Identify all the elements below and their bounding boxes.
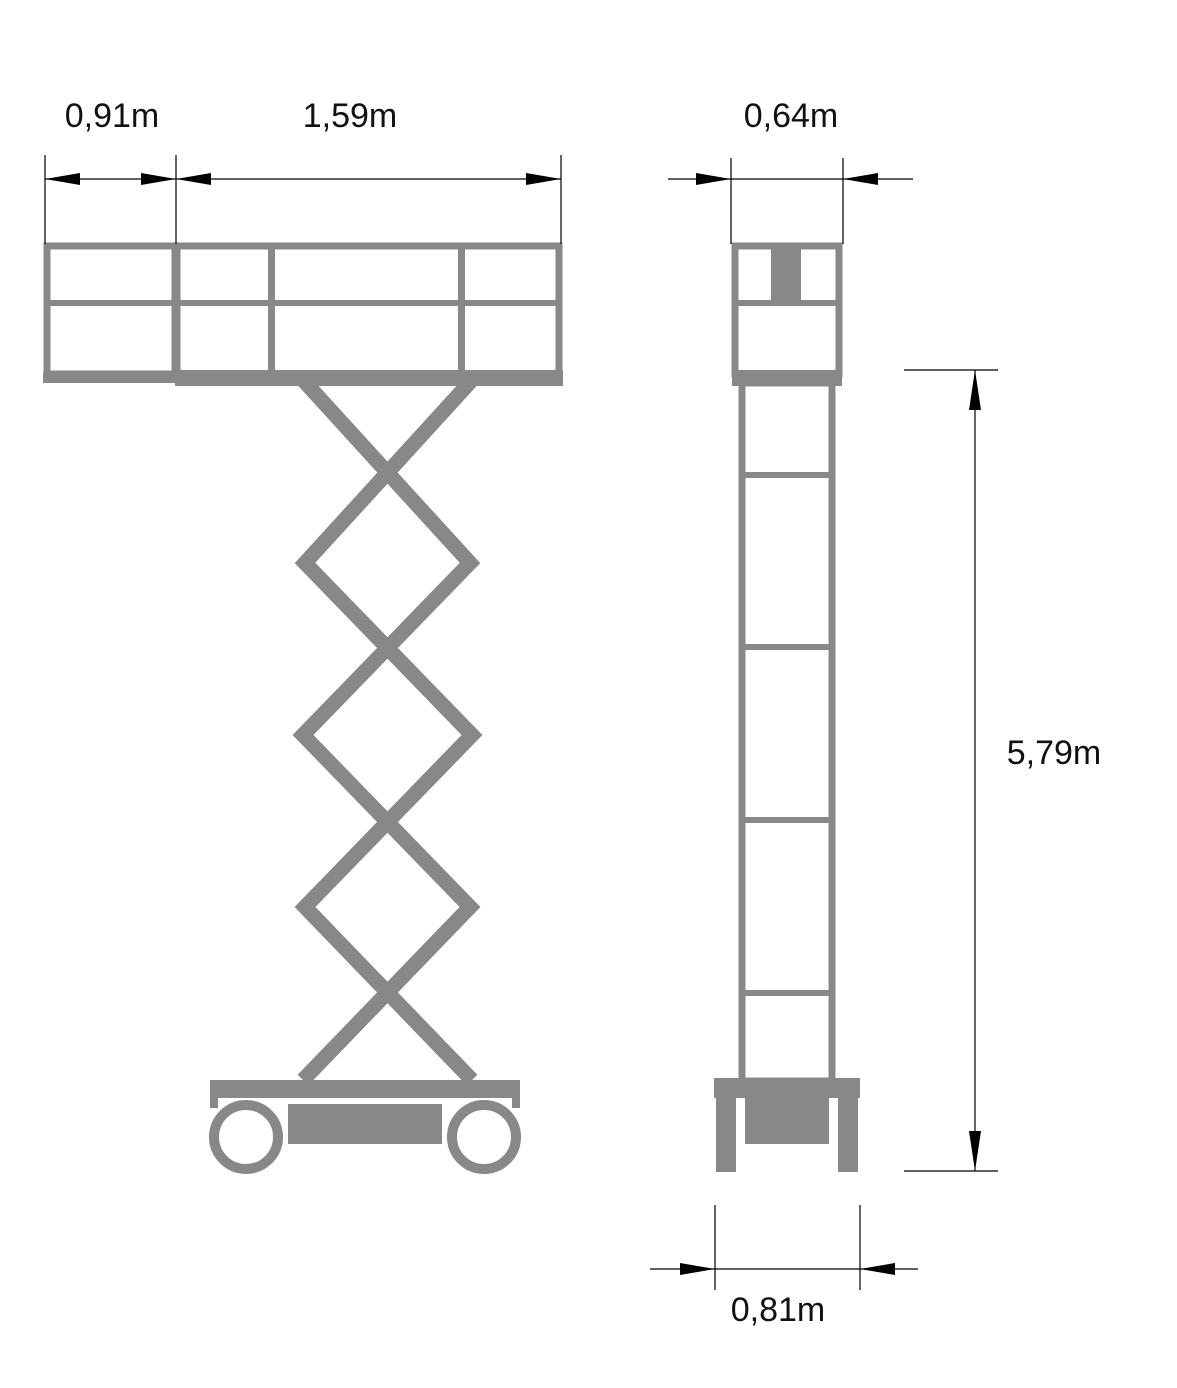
front-chassis [714,1078,860,1172]
arrow-head [680,1263,715,1275]
dim-label-front-width: 0,64m [744,97,839,135]
scissor-arms [292,374,483,1086]
side-wheel-left [209,1100,283,1174]
arrow-head [45,173,80,185]
side-view [43,242,563,1174]
arrow-head [969,1131,981,1171]
arrow-head [141,173,176,185]
dim-label-base-width: 0,81m [731,1291,826,1329]
dimension-labels: 0,91m 1,59m 0,64m 5,79m 0,81m [65,97,1102,1329]
arrow-head [969,370,981,410]
arrow-head [860,1263,895,1275]
side-platform-extension [43,242,179,383]
arrow-head [176,173,211,185]
dim-label-side-extension: 0,91m [65,97,160,135]
arrow-head [696,173,731,185]
dim-label-height: 5,79m [1007,734,1102,772]
front-view [714,242,860,1172]
arrow-head [843,173,878,185]
front-platform [731,242,843,386]
dimension-lines [44,155,998,1290]
side-chassis [209,1080,521,1174]
side-platform-main [173,242,563,386]
dim-label-side-length: 1,59m [303,97,398,135]
arrow-head [526,173,561,185]
front-mast [738,379,836,1085]
side-wheel-right [447,1100,521,1174]
